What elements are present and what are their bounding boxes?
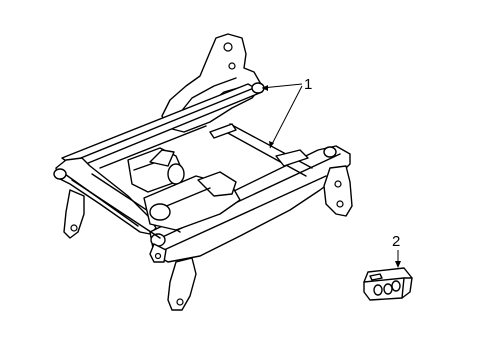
front-left-foot: [63, 189, 85, 239]
callout-1-label: 1: [304, 76, 312, 93]
adjuster-motor: [127, 147, 185, 193]
rear-right-foot: [167, 257, 197, 311]
seat-adjuster-track: [53, 33, 353, 311]
callout-2-leader: [395, 250, 401, 268]
right-end-bracket: [323, 165, 353, 217]
callout-2-label: 2: [392, 233, 400, 250]
seat-switch: [363, 267, 413, 301]
rear-link-plate: [209, 123, 237, 139]
callout-1-leaders: [261, 83, 303, 149]
rear-pivot-bracket: [161, 33, 263, 133]
gearbox: [143, 171, 241, 231]
right-track-rail: [149, 145, 351, 263]
rear-lower-tab: [149, 243, 167, 263]
